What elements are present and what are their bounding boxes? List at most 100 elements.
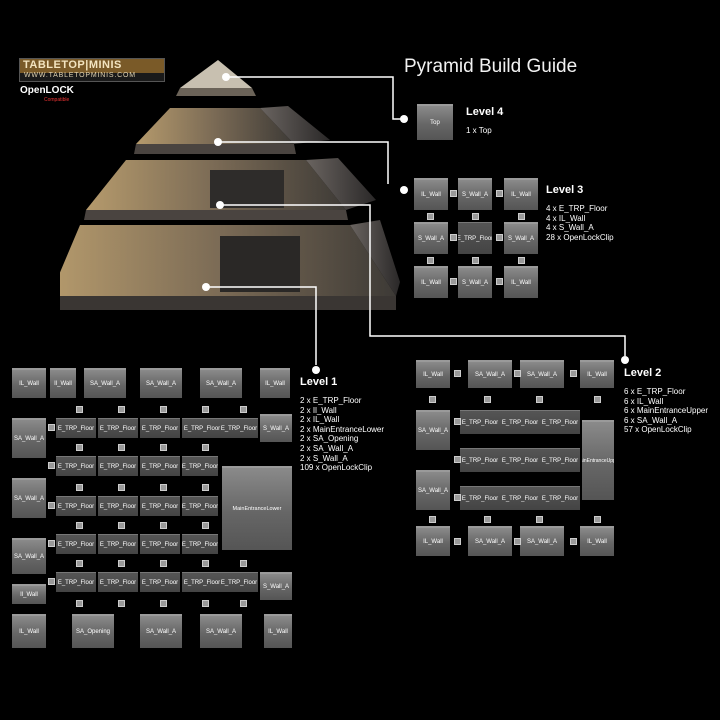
- pyramid-illustration: [60, 60, 400, 310]
- level1-sa-wall-a: SA_Wall_A: [140, 368, 182, 398]
- level2-sa-wall-a: SA_Wall_A: [468, 526, 512, 556]
- level1-e-trp-floor: E_TRP_Floor: [98, 496, 138, 516]
- level2-e-trp-floor: E_TRP_Floor: [460, 486, 500, 510]
- level3-part: 4 x E_TRP_Floor: [546, 204, 608, 213]
- level1-sa-opening: SA_Opening: [72, 614, 114, 648]
- level1-s-wall-a: S_Wall_A: [260, 414, 292, 442]
- level3-part: 4 x S_Wall_A: [546, 223, 594, 233]
- level1-il-wall: IL_Wall: [12, 614, 46, 648]
- level1-e-trp-floor: E_TRP_Floor: [140, 572, 180, 592]
- level2-e-trp-floor: E_TRP_Floor: [460, 410, 500, 434]
- logo-url: WWW.TABLETOPMINIS.COM: [24, 72, 136, 79]
- level3-s-wall-a: S_Wall_A: [504, 222, 538, 254]
- level2-il-wall: IL_Wall: [416, 360, 450, 388]
- level1-grid: IL_Wall Il_Wall SA_Wall_A SA_Wall_A SA_W…: [10, 366, 294, 650]
- level2-main-entrance-upper: MainEntranceUpper: [582, 420, 614, 500]
- level4-name: Level 4: [466, 106, 504, 118]
- level4-part: 1 x Top: [466, 126, 492, 135]
- level4-tile-top: Top: [417, 104, 453, 140]
- level3-parts: 4 x E_TRP_Floor 4 x IL_Wall 4 x S_Wall_A…: [546, 204, 614, 242]
- level1-sa-wall-a: SA_Wall_A: [200, 614, 242, 648]
- level1-part: 109 x OpenLockClip: [300, 463, 373, 473]
- level2-e-trp-floor: E_TRP_Floor: [460, 448, 500, 472]
- level2-part: 6 x SA_Wall_A: [624, 415, 678, 425]
- level2-part: 57 x OpenLockClip: [624, 425, 692, 435]
- level1-e-trp-floor: E_TRP_Floor: [140, 418, 180, 438]
- level1-sa-wall-a: SA_Wall_A: [84, 368, 126, 398]
- level1-il-wall-short: Il_Wall: [12, 584, 46, 604]
- level1-e-trp-floor: E_TRP_Floor: [182, 456, 218, 476]
- level2-part: 6 x E_TRP_Floor: [624, 387, 686, 396]
- level1-main-entrance-lower: MainEntranceLower: [222, 466, 292, 550]
- level2-sa-wall-a: SA_Wall_A: [520, 360, 564, 388]
- level1-il-wall-short: Il_Wall: [50, 368, 76, 398]
- level1-sa-wall-a: SA_Wall_A: [12, 478, 46, 518]
- level2-e-trp-floor: E_TRP_Floor: [540, 448, 580, 472]
- level1-e-trp-floor: E_TRP_Floor: [140, 534, 180, 554]
- level1-e-trp-floor: E_TRP_Floor: [98, 534, 138, 554]
- level2-e-trp-floor: E_TRP_Floor: [500, 486, 540, 510]
- page-title: Pyramid Build Guide: [404, 56, 578, 77]
- level2-e-trp-floor: E_TRP_Floor: [500, 410, 540, 434]
- level1-e-trp-floor: E_TRP_Floor: [182, 418, 222, 438]
- level2-parts: 6 x E_TRP_Floor 6 x IL_Wall 6 x MainEntr…: [624, 387, 708, 435]
- level2-name: Level 2: [624, 367, 662, 379]
- level2-e-trp-floor: E_TRP_Floor: [540, 486, 580, 510]
- level3-grid: IL_Wall S_Wall_A IL_Wall S_Wall_A E_TRP_…: [412, 176, 542, 300]
- level1-sa-wall-a: SA_Wall_A: [200, 368, 242, 398]
- level1-il-wall: IL_Wall: [260, 368, 290, 398]
- level1-e-trp-floor: E_TRP_Floor: [56, 496, 96, 516]
- level1-e-trp-floor: E_TRP_Floor: [98, 456, 138, 476]
- level1-e-trp-floor: E_TRP_Floor: [56, 456, 96, 476]
- level1-part: 2 x IL_Wall: [300, 415, 340, 425]
- level3-il-wall: IL_Wall: [504, 266, 538, 298]
- level1-part: 2 x SA_Wall_A: [300, 443, 354, 453]
- level1-part: 2 x SA_Opening: [300, 434, 359, 444]
- level1-part: 2 x Il_Wall: [300, 405, 337, 415]
- level4-parts: 1 x Top: [466, 126, 492, 136]
- level2-grid: IL_Wall SA_Wall_A SA_Wall_A IL_Wall SA_W…: [414, 358, 616, 558]
- level3-part: 4 x IL_Wall: [546, 213, 586, 223]
- level1-part: 2 x MainEntranceLower: [300, 424, 385, 434]
- level1-e-trp-floor: E_TRP_Floor: [98, 418, 138, 438]
- level1-s-wall-a: S_Wall_A: [260, 572, 292, 600]
- level1-il-wall: IL_Wall: [264, 614, 292, 648]
- level3-il-wall: IL_Wall: [414, 266, 448, 298]
- level1-e-trp-floor: E_TRP_Floor: [182, 534, 218, 554]
- level2-part: 6 x MainEntranceUpper: [624, 406, 709, 416]
- level3-s-wall-a: S_Wall_A: [414, 222, 448, 254]
- level3-il-wall: IL_Wall: [504, 178, 538, 210]
- level3-il-wall: IL_Wall: [414, 178, 448, 210]
- level1-e-trp-floor: E_TRP_Floor: [182, 496, 218, 516]
- level2-il-wall: IL_Wall: [580, 526, 614, 556]
- level1-e-trp-floor: E_TRP_Floor: [140, 496, 180, 516]
- level2-sa-wall-a: SA_Wall_A: [416, 470, 450, 510]
- level3-part: 28 x OpenLockClip: [546, 232, 614, 242]
- tabletop-minis-logo: TABLETOP|MINIS WWW.TABLETOPMINIS.COM: [19, 58, 165, 82]
- level2-sa-wall-a: SA_Wall_A: [468, 360, 512, 388]
- level2-e-trp-floor: E_TRP_Floor: [500, 448, 540, 472]
- openlock-compatible: Compatible: [44, 97, 70, 103]
- level1-il-wall: IL_Wall: [12, 368, 46, 398]
- level3-s-wall-a: S_Wall_A: [458, 266, 492, 298]
- level1-e-trp-floor: E_TRP_Floor: [56, 572, 96, 592]
- level1-part: 2 x S_Wall_A: [300, 453, 348, 463]
- level2-part: 6 x IL_Wall: [624, 396, 664, 406]
- level1-e-trp-floor: E_TRP_Floor: [220, 572, 258, 592]
- level1-e-trp-floor: E_TRP_Floor: [182, 572, 222, 592]
- level2-sa-wall-a: SA_Wall_A: [520, 526, 564, 556]
- level2-il-wall: IL_Wall: [580, 360, 614, 388]
- level3-e-trp-floor: E_TRP_Floor: [458, 222, 492, 254]
- level1-part: 2 x E_TRP_Floor: [300, 396, 362, 405]
- level1-sa-wall-a: SA_Wall_A: [12, 418, 46, 458]
- level2-e-trp-floor: E_TRP_Floor: [540, 410, 580, 434]
- openlock-logo: OpenLOCK: [20, 85, 74, 96]
- level1-sa-wall-a: SA_Wall_A: [140, 614, 182, 648]
- level3-name: Level 3: [546, 184, 584, 196]
- level1-e-trp-floor: E_TRP_Floor: [220, 418, 258, 438]
- level3-s-wall-a: S_Wall_A: [458, 178, 492, 210]
- level1-parts: 2 x E_TRP_Floor 2 x Il_Wall 2 x IL_Wall …: [300, 396, 384, 473]
- level2-sa-wall-a: SA_Wall_A: [416, 410, 450, 450]
- level1-e-trp-floor: E_TRP_Floor: [56, 534, 96, 554]
